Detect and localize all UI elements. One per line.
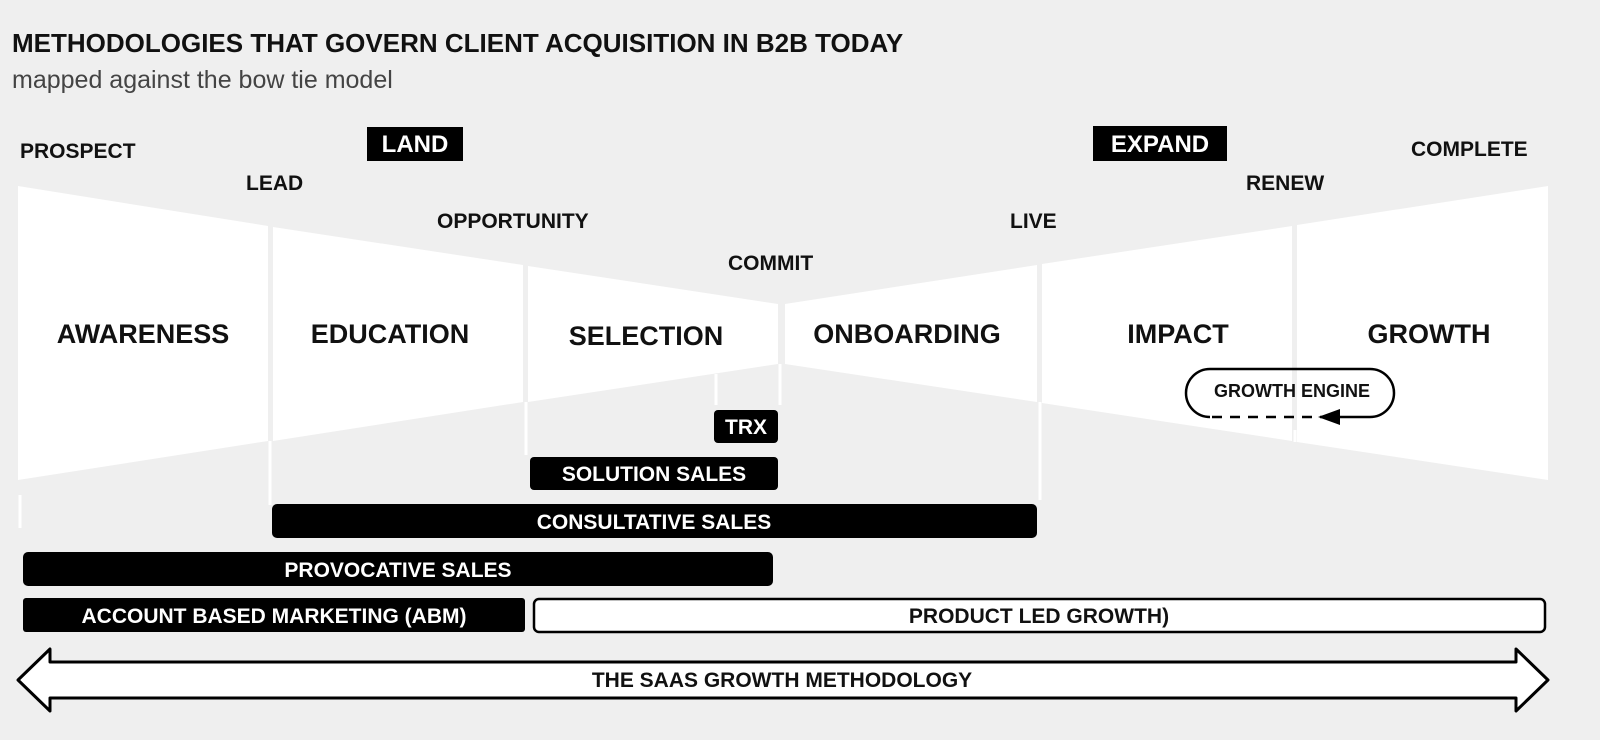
double-arrow-icon — [16, 647, 1550, 713]
segment-onboarding — [785, 265, 1037, 402]
milestone-renew: RENEW — [1246, 172, 1324, 195]
segment-education — [273, 227, 523, 441]
plg-bar — [532, 597, 1547, 634]
milestone-live: LIVE — [1010, 210, 1057, 233]
stage-onboarding: ONBOARDING — [813, 319, 1001, 349]
bow-tie-shape — [18, 186, 1548, 528]
milestone-complete: COMPLETE — [1411, 138, 1528, 161]
milestone-opportunity: OPPORTUNITY — [437, 210, 589, 233]
saas-methodology-label: THE SAAS GROWTH METHODOLOGY — [592, 669, 972, 692]
stage-impact: IMPACT — [1127, 319, 1229, 349]
trx-label: TRX — [725, 416, 767, 439]
diagram-subtitle: mapped against the bow tie model — [12, 66, 393, 94]
land-label: LAND — [382, 131, 449, 158]
plg-label: PRODUCT LED GROWTH) — [909, 605, 1169, 628]
land-badge — [367, 127, 463, 161]
diagram-title: METHODOLOGIES THAT GOVERN CLIENT ACQUISI… — [12, 28, 903, 58]
arrow-head-icon — [1318, 409, 1340, 425]
stage-education: EDUCATION — [311, 319, 470, 349]
segment-growth — [1297, 186, 1548, 480]
abm-bar — [23, 598, 525, 632]
growth-engine-loop — [1184, 367, 1396, 425]
milestone-prospect: PROSPECT — [20, 140, 136, 163]
provocative-sales-bar — [23, 552, 773, 586]
expand-badge — [1093, 126, 1227, 161]
segment-impact — [1042, 226, 1292, 441]
segment-selection — [528, 266, 778, 402]
growth-engine-label: GROWTH ENGINE — [1214, 381, 1370, 401]
solution-sales-bar — [530, 457, 778, 490]
milestone-commit: COMMIT — [728, 252, 813, 275]
solution-sales-label: SOLUTION SALES — [562, 463, 746, 486]
stage-growth: GROWTH — [1368, 319, 1491, 349]
abm-label: ACCOUNT BASED MARKETING (ABM) — [82, 605, 467, 628]
consultative-sales-label: CONSULTATIVE SALES — [537, 511, 772, 534]
stage-awareness: AWARENESS — [57, 319, 230, 349]
segment-awareness — [18, 186, 268, 480]
milestone-lead: LEAD — [246, 172, 303, 195]
stage-selection: SELECTION — [569, 321, 724, 351]
provocative-sales-label: PROVOCATIVE SALES — [284, 559, 511, 582]
column-guides — [18, 364, 1297, 528]
trx-bar — [714, 410, 778, 443]
expand-label: EXPAND — [1111, 131, 1209, 158]
consultative-sales-bar — [272, 504, 1037, 538]
